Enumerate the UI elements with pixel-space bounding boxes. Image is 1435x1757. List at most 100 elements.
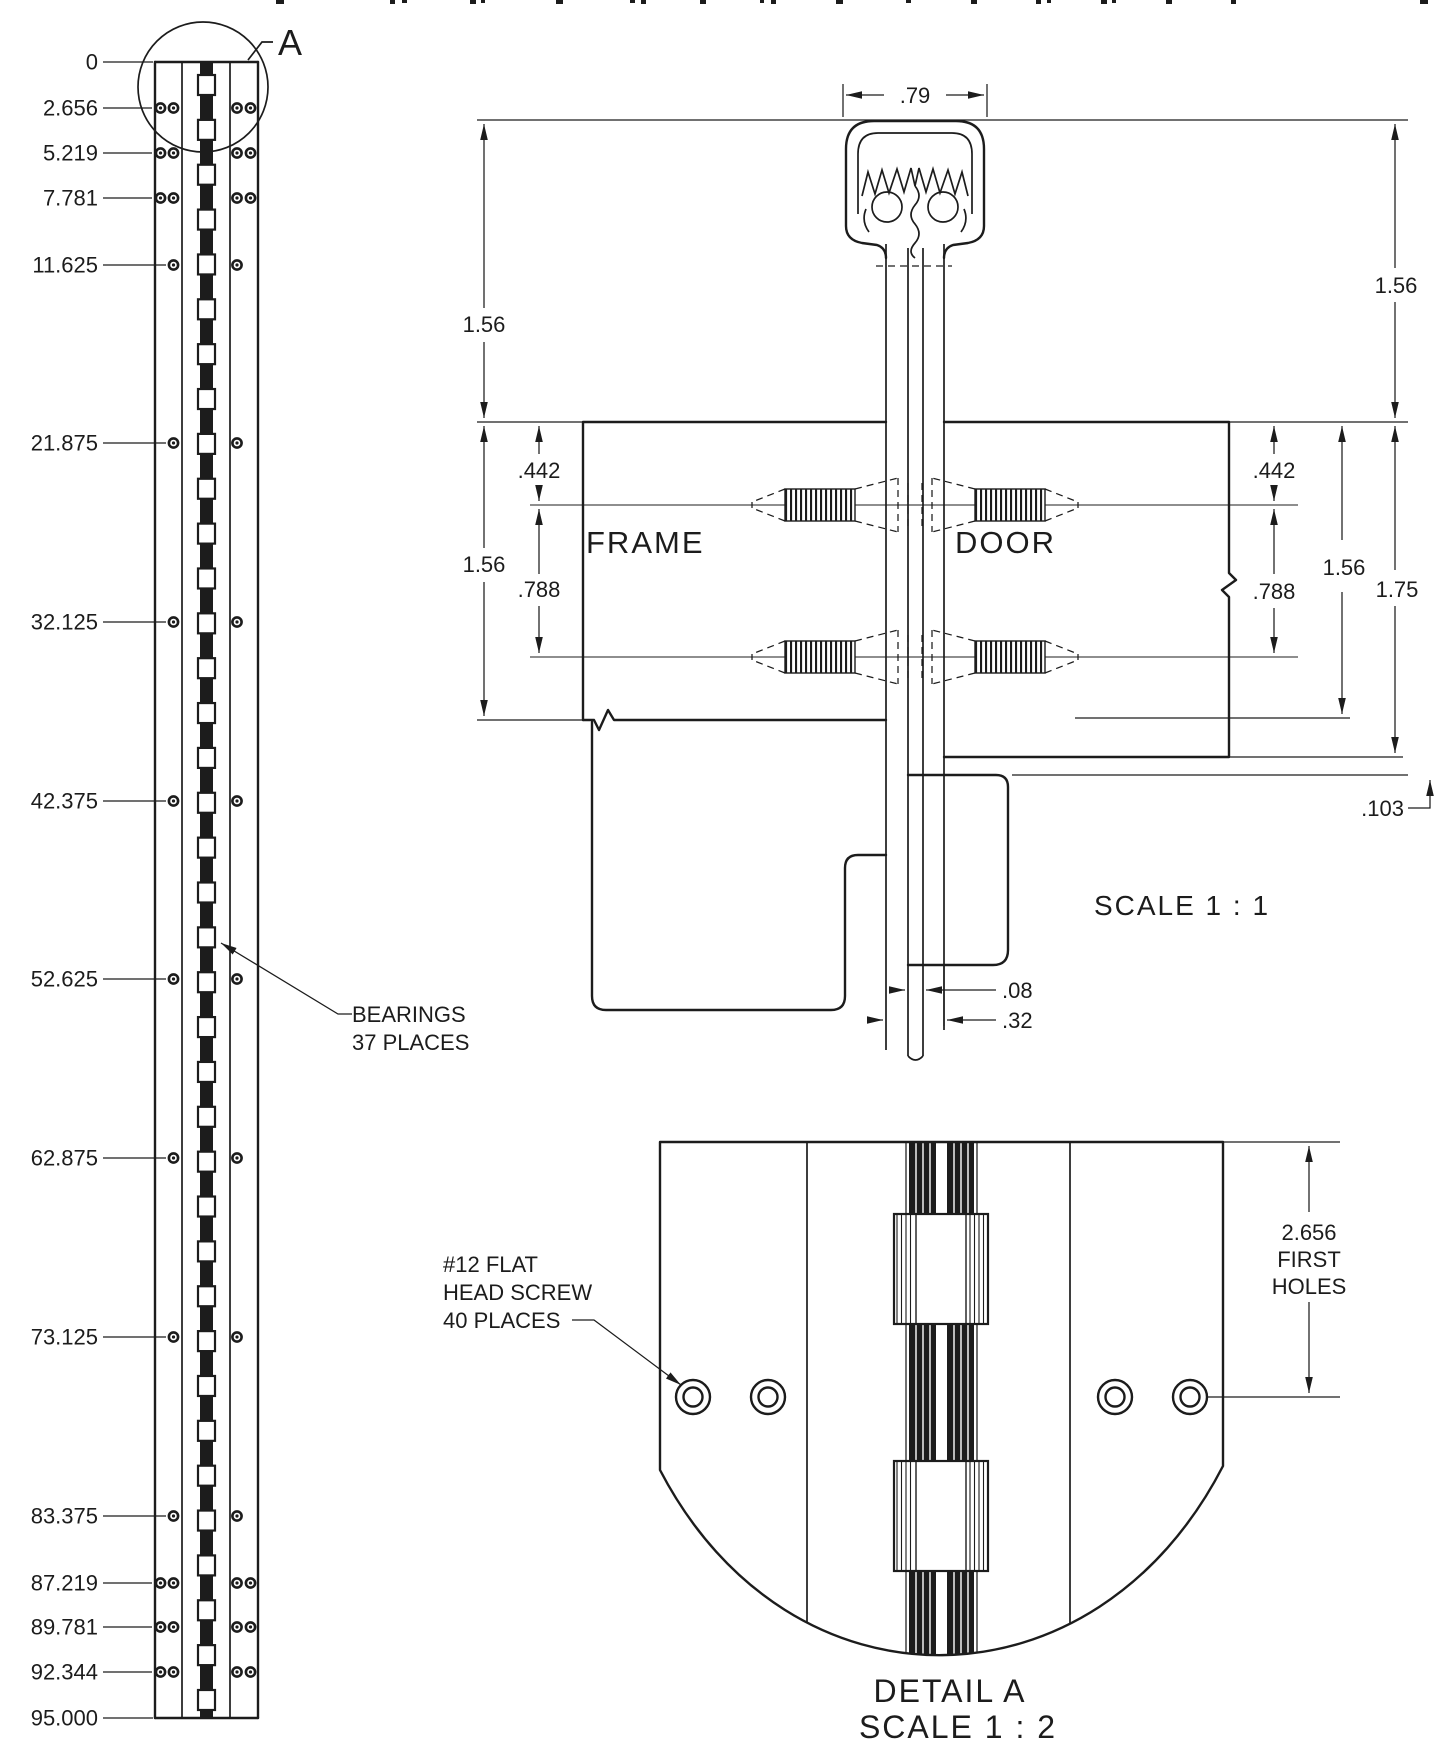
screw-hole-center [235,263,239,267]
screw-hole-center [158,1670,163,1674]
screw-note-line2: HEAD SCREW [443,1280,592,1305]
bearing [196,1688,217,1712]
bearing [196,118,217,141]
screw-hole-center [248,1625,253,1629]
gear-teeth-mesh [861,166,969,197]
bearing [196,477,217,500]
bearings-note-line2: 37 PLACES [352,1030,469,1055]
bearing [196,1374,217,1398]
dim-cap-height: 1.56 [463,312,506,337]
first-holes-line3: HOLES [1272,1274,1347,1299]
detail-a-title: DETAIL A [874,1673,1027,1709]
screw-hole-center [171,263,176,267]
screw-hole-center [235,620,239,624]
detail-screw-hole-inner [682,1386,704,1408]
frame-block-outline [581,420,888,722]
bearing [196,971,217,994]
dim-right-top: 1.56 [1375,273,1418,298]
bearing [196,1240,217,1263]
frame-lower-profile [590,720,888,1012]
dimension-label: 62.875 [31,1146,98,1171]
screw-hole-center [171,1514,176,1518]
bearing [196,163,217,186]
dimension-label: 87.219 [31,1571,98,1596]
screw-hole-center [235,106,239,110]
bearing [196,1509,217,1532]
detail-screw-hole-inner [1104,1386,1126,1408]
cap-outer-outline [844,119,986,260]
door-block-outline [942,420,1238,759]
door-label: DOOR [955,525,1056,560]
frame-bottom-edge-with-break [581,708,888,732]
bearing [196,1105,217,1128]
screw-note-leader [572,1319,682,1386]
screw-hole-center [158,106,163,110]
dim-frame-leaf-height: 1.56 [463,552,506,577]
center-mesh-line [910,185,920,259]
dimension-label: 92.344 [31,1660,98,1685]
bearing [196,612,217,635]
bearing [196,1644,217,1667]
cap-inner-outline [857,132,973,214]
first-holes-line1: 2.656 [1281,1220,1336,1245]
detail-a-circle-label: A [278,22,302,63]
dimension-label: 5.219 [43,141,98,166]
screw-hole-center [248,151,253,155]
screw-note-line3: 40 PLACES [443,1308,560,1333]
detail-screw-hole-inner [757,1386,779,1408]
dimension-label: 83.375 [31,1504,98,1529]
screw-hole-center [171,151,176,155]
bearing-list [196,73,217,1712]
detail-screw-holes [674,1378,1209,1416]
screw-hole-center [235,151,239,155]
screw-hole-center [171,1670,176,1674]
screw-thread [784,640,856,674]
stop-offset-leader [1408,780,1434,809]
mounting-screws [530,477,1298,685]
dimension-label: 42.375 [31,789,98,814]
bearing [196,1285,217,1308]
screw-hole-center [235,799,239,803]
right-pin-circle [927,191,959,223]
screw-hole-center [171,1156,176,1160]
bearing [196,1150,217,1173]
screw-hole-center [171,977,176,981]
detail-a-outline [658,1140,1225,1657]
detail-bearing [892,1459,990,1573]
dim-stop-offset: .103 [1361,796,1404,821]
bearing [196,1419,217,1442]
bearing [196,253,217,276]
bearing [196,432,217,455]
screw-hole-center [235,1670,239,1674]
detail-screw-hole-inner [1179,1386,1201,1408]
screw-hole-center [171,1581,176,1585]
screw-hole-center [171,196,176,200]
screw-hole-center [171,620,176,624]
screw-hole-center [158,1625,163,1629]
dim-screw-spacing-left: .788 [518,577,561,602]
screw-hole-center [235,1335,239,1339]
dimension-label: 52.625 [31,967,98,992]
pin-hook-curves [863,208,967,233]
bearings-leader [220,942,352,1015]
dim-top-to-screw-right: .442 [1253,458,1296,483]
dim-top-to-screw-left: .442 [518,458,561,483]
gear-cap [844,119,986,260]
frame-label: FRAME [586,525,705,560]
screw-hole-center [171,1625,176,1629]
bearing [196,343,217,366]
screw-tip-hidden [1044,488,1079,522]
bearing [196,298,217,321]
dimension-label: 73.125 [31,1325,98,1350]
detail-screw-hole-outer [674,1378,712,1416]
dimension-label: 11.625 [32,253,98,278]
bearing [196,881,217,904]
screw-hole-center [235,1581,239,1585]
dim-leaf-gap: .08 [1002,978,1033,1003]
dimension-label: 21.875 [31,431,98,456]
bearing [196,657,217,680]
bearing [196,1330,217,1353]
screw-tip-hidden [751,640,786,674]
screw-hole-center [171,106,176,110]
